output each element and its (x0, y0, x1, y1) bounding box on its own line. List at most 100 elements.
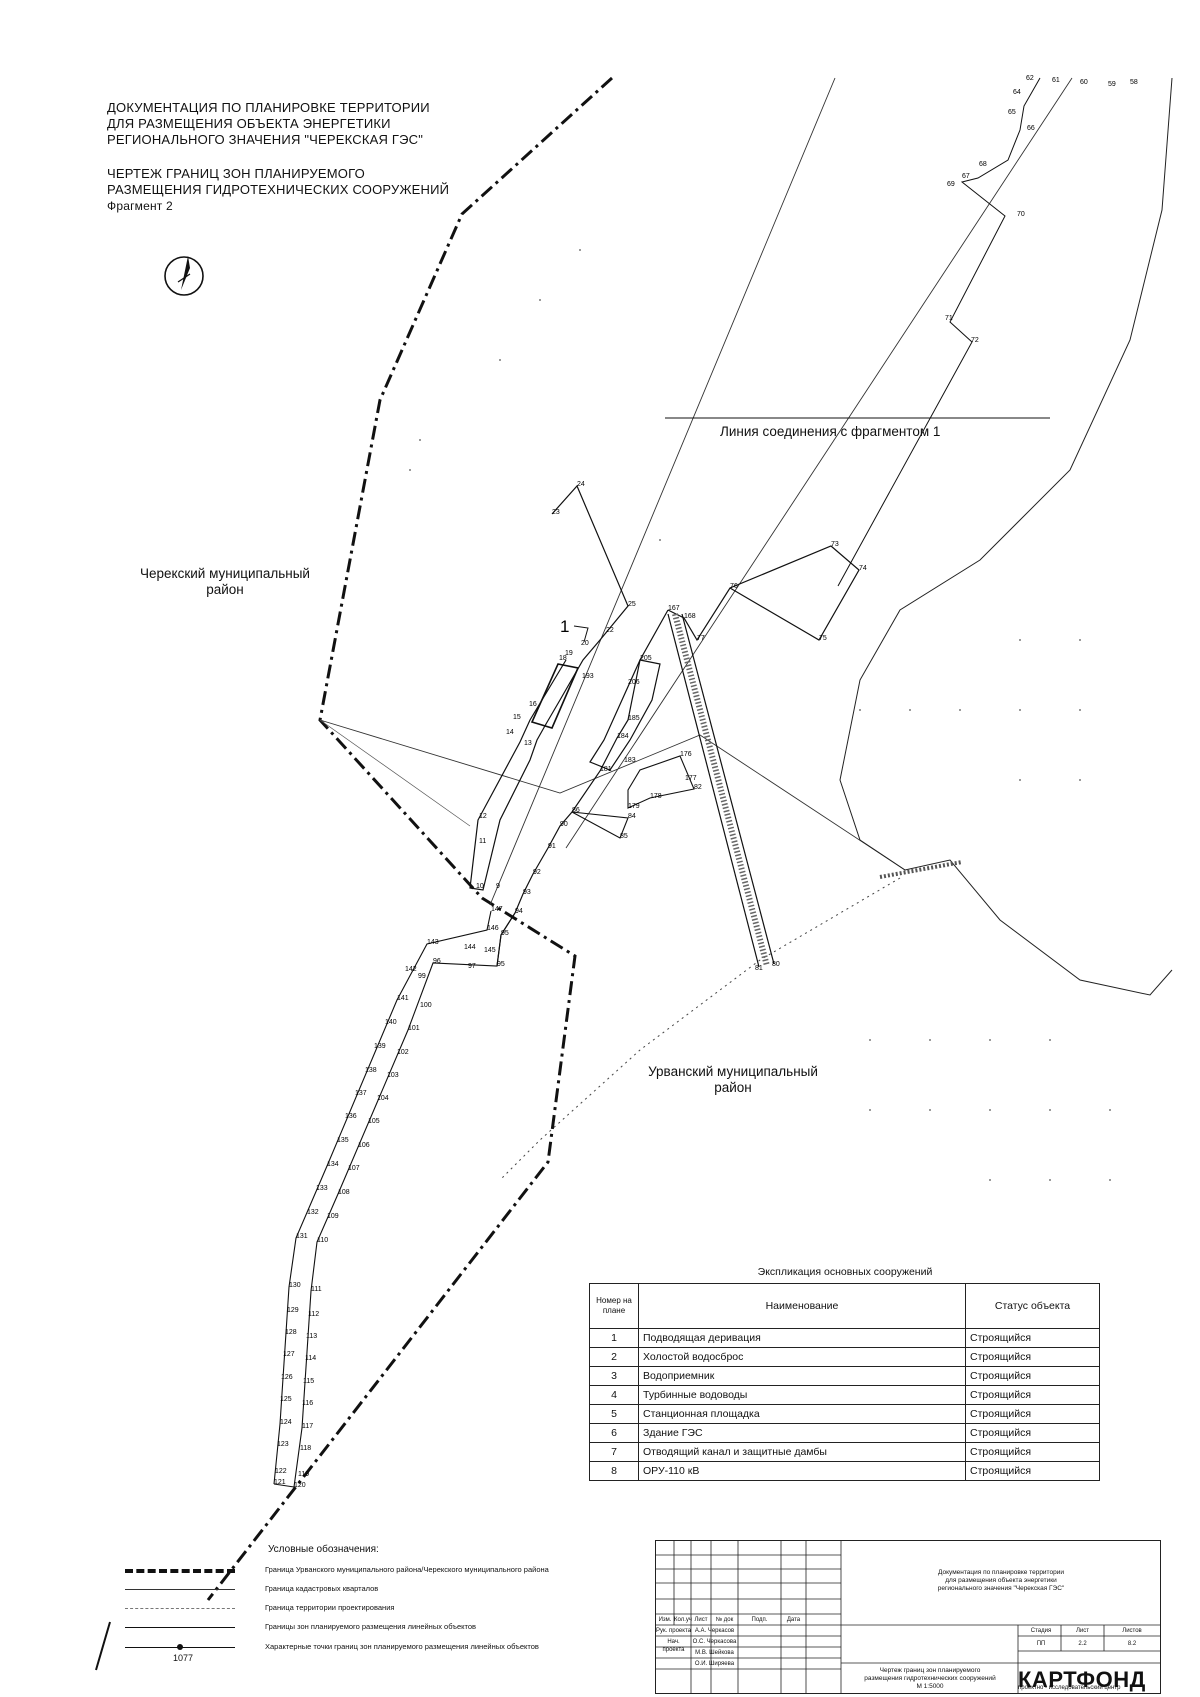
boundary-point-label: 176 (680, 751, 692, 758)
boundary-point-label: 120 (294, 1482, 306, 1489)
boundary-point-label: 73 (831, 541, 839, 548)
explication-table: Номер на плане Наименование Статус объек… (589, 1283, 1100, 1481)
boundary-point-label: 20 (581, 640, 589, 647)
boundary-point-label: 60 (1080, 79, 1088, 86)
boundary-point-label: 75 (819, 635, 827, 642)
row-status: Строящийся (965, 1442, 1100, 1462)
row-status: Строящийся (965, 1347, 1100, 1367)
legend-item-points: 1077 Характерные точки границ зон планир… (125, 1642, 645, 1663)
boundary-point-label: 11 (479, 838, 486, 845)
document-title-line-2: ДЛЯ РАЗМЕЩЕНИЯ ОБЪЕКТА ЭНЕРГЕТИКИ (107, 116, 391, 131)
boundary-point-label: 167 (668, 605, 680, 612)
stamp-sheets-header: Листов (1122, 1628, 1142, 1634)
boundary-point-label: 127 (283, 1351, 295, 1358)
stamp-doc-line-1: Документация по планировке территории (938, 1569, 1064, 1576)
legend-symbol-cadastral (125, 1589, 235, 1590)
boundary-point-label: 111 (311, 1286, 322, 1293)
boundary-point-label: 9 (496, 883, 500, 890)
boundary-point-label: 109 (327, 1213, 339, 1220)
map-title-block: ДОКУМЕНТАЦИЯ ПО ПЛАНИРОВКЕ ТЕРРИТОРИИ ДЛ… (107, 100, 449, 214)
row-name: Станционная площадка (638, 1404, 966, 1424)
row-name: Турбинные водоводы (638, 1385, 966, 1405)
row-name: Водоприемник (638, 1366, 966, 1386)
row-name: Холостой водосброс (638, 1347, 966, 1367)
stamp-sheet-line-2: размещения гидротехнических сооружений (864, 1675, 996, 1682)
boundary-point-label: 179 (628, 803, 640, 810)
boundary-point-label: 141 (397, 995, 409, 1002)
district-label-west: Черекский муниципальный район (120, 566, 330, 598)
legend-text: Граница кадастровых кварталов (265, 1584, 379, 1593)
shore-hatch (879, 860, 963, 879)
boundary-point-label: 110 (317, 1237, 328, 1244)
boundary-point-label: 124 (280, 1419, 292, 1426)
boundary-point-label: 86 (572, 807, 580, 814)
boundary-point-label: 106 (358, 1142, 370, 1149)
row-status: Строящийся (965, 1385, 1100, 1405)
row-name: ОРУ-110 кВ (638, 1461, 966, 1481)
row-number: 8 (589, 1461, 639, 1481)
boundary-point-label: 95 (501, 930, 509, 937)
district-east-line-1: Урванский муниципальный (648, 1064, 818, 1079)
stamp-stage-header: Стадия (1030, 1628, 1052, 1634)
boundary-point-label: 104 (377, 1095, 389, 1102)
district-label-east: Урванский муниципальный район (628, 1064, 838, 1096)
boundary-point-label: 205 (640, 655, 652, 662)
boundary-point-label: 68 (979, 161, 987, 168)
row-number: 4 (589, 1385, 639, 1405)
district-west-line-1: Черекский муниципальный (140, 566, 310, 581)
legend-item-cadastral: Граница кадастровых кварталов (125, 1584, 645, 1596)
row-status: Строящийся (965, 1328, 1100, 1348)
boundary-point-label: 116 (302, 1400, 313, 1407)
boundary-point-label: 118 (300, 1445, 311, 1452)
boundary-point-label: 113 (306, 1333, 317, 1340)
boundary-point-label: 134 (327, 1161, 339, 1168)
boundary-point-label: 58 (1130, 79, 1138, 86)
boundary-point-label: 94 (515, 908, 523, 915)
legend-text: Границы зон планируемого размещения лине… (265, 1622, 476, 1631)
connection-line-label: Линия соединения с фрагментом 1 (720, 424, 941, 439)
boundary-point-label: 25 (628, 601, 636, 608)
legend-symbol-linear (125, 1627, 235, 1628)
boundary-point-label: 137 (355, 1090, 367, 1097)
legend-point-dot-icon (177, 1644, 183, 1650)
boundary-point-label: 135 (337, 1137, 349, 1144)
boundary-point-label: 112 (308, 1311, 319, 1318)
boundary-point-label: 101 (408, 1025, 420, 1032)
stamp-sheet-title: Чертеж границ зон планируемого размещени… (842, 1667, 1018, 1691)
boundary-point-label: 140 (385, 1019, 397, 1026)
boundary-point-label: 14 (506, 729, 514, 736)
boundary-point-label: 177 (685, 775, 697, 782)
boundary-point-label: 93 (523, 889, 531, 896)
stamp-sheet-header: Лист (1075, 1628, 1090, 1634)
stamp-stage-value: ПП (1036, 1641, 1046, 1647)
stamp-doc-line-2: для размещения объекта энергетики (945, 1577, 1057, 1584)
legend-item-design-territory: Граница территории проектирования (125, 1603, 645, 1615)
boundary-point-label: 125 (280, 1396, 292, 1403)
legend-item-district-boundary: Граница Урванского муниципального района… (125, 1565, 645, 1577)
boundary-point-label: 206 (628, 679, 640, 686)
boundary-point-label: 10 (476, 883, 484, 890)
river-shore-line (839, 77, 1173, 996)
boundary-point-label: 80 (772, 961, 780, 968)
boundary-point-label: 100 (420, 1002, 432, 1009)
district-boundary-tail (95, 1621, 111, 1671)
row-status: Строящийся (965, 1366, 1100, 1386)
boundary-point-label: 12 (479, 813, 487, 820)
boundary-point-label: 128 (285, 1329, 297, 1336)
boundary-point-label: 66 (1027, 125, 1035, 132)
boundary-point-label: 13 (524, 740, 532, 747)
boundary-point-label: 139 (374, 1043, 386, 1050)
row-status: Строящийся (965, 1404, 1100, 1424)
district-east-line-2: район (714, 1080, 752, 1095)
boundary-point-label: 102 (397, 1049, 409, 1056)
stamp-col-header: № док (715, 1617, 734, 1623)
boundary-point-label: 178 (650, 793, 662, 800)
boundary-point-label: 146 (487, 925, 499, 932)
boundary-point-label: 193 (582, 673, 594, 680)
company-subtitle: проектно - исследовательский центр (1018, 1685, 1121, 1691)
stamp-role: Рук. проекта (656, 1628, 691, 1634)
